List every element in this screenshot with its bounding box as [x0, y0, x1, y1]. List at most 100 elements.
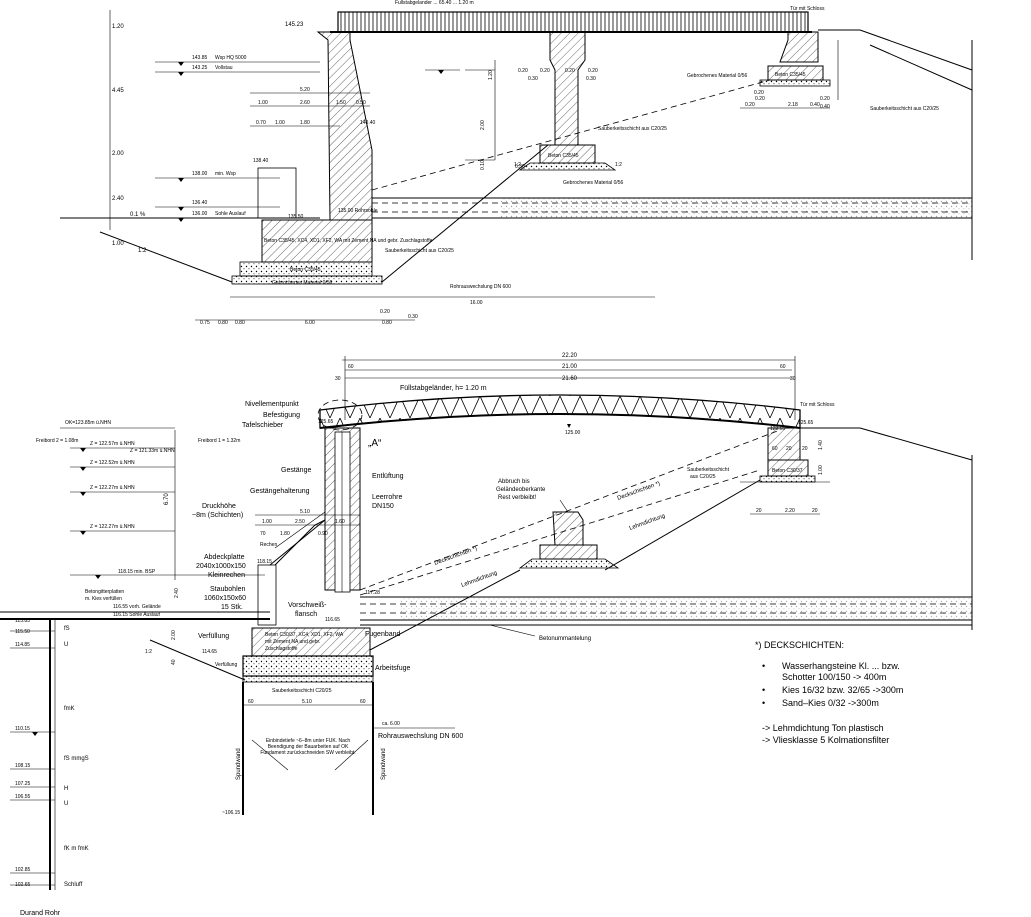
svg-text:0.40: 0.40 [820, 104, 830, 110]
druckhoehe-value: ~8m (Schichten) [192, 512, 243, 519]
top-door-label: Tür mit Schloss [790, 6, 825, 12]
dim-21-60: 21.60 [562, 376, 578, 382]
svg-text:1.20: 1.20 [488, 70, 494, 80]
svg-text:70: 70 [260, 531, 266, 537]
flansch-label: flansch [295, 611, 317, 618]
bottom-pipe-label: Rohrauswechslung DN 600 [378, 733, 463, 740]
old-pier-base [539, 544, 598, 560]
svg-text:•: • [762, 661, 765, 671]
svg-text:143.25: 143.25 [192, 65, 208, 71]
left-broken-material [231, 275, 383, 285]
svg-text:fK m fmK: fK m fmK [64, 846, 89, 852]
kleinrechen-label: Kleinrechen [208, 572, 245, 579]
svg-text:0.20: 0.20 [518, 68, 528, 74]
svg-text:6.00: 6.00 [305, 320, 315, 326]
legend-item-1: Wasserhangsteine Kl. ... bzw. [782, 661, 900, 671]
svg-text:min. Wsp: min. Wsp [215, 171, 236, 177]
z-levels: Z = 122.57m ü.NHN Z = 121.33m ü.NHN Z = … [70, 441, 175, 535]
bridge-deck [319, 413, 801, 429]
legend: *) DECKSCHICHTEN: • Wasserhangsteine Kl.… [755, 640, 903, 745]
svg-text:0.30: 0.30 [528, 76, 538, 82]
staubohlen-label: Staubohlen [210, 586, 246, 593]
bottom-section: 22.20 21.00 21.60 60 60 30 30 Füllstabge… [0, 353, 973, 917]
vdim-2: 4.45 [112, 88, 124, 94]
svg-text:0.20: 0.20 [588, 68, 598, 74]
deckschichten-label-1: Deckschichten *) [434, 546, 478, 567]
vorschweiss-label: Vorschweiß- [288, 602, 327, 609]
shaft-interior [334, 431, 351, 593]
right-abutment-bottom [767, 427, 801, 461]
svg-text:2.00: 2.00 [171, 630, 177, 640]
pipe-level: 135.00 Rohrsohle [338, 208, 378, 214]
dim-21-00: 21.00 [562, 364, 578, 370]
svg-text:107.25: 107.25 [15, 781, 31, 787]
spundwand-right: Spundwand [381, 748, 387, 780]
top-concrete-base: Beton C35/45 [290, 267, 321, 273]
legend-note-2: -> Vliesklasse 5 Kolmationsfilter [762, 735, 889, 745]
shaft-clean-layer [242, 675, 374, 683]
svg-text:115.85: 115.85 [15, 618, 30, 624]
old-pier-foundation [518, 558, 620, 569]
svg-text:2.00: 2.00 [480, 120, 486, 130]
verfuellung-label-2: Verfüllung [215, 662, 237, 668]
svg-text:2.60: 2.60 [300, 100, 310, 106]
ok-level: OK=123.85m ü.NHN [65, 420, 111, 426]
legend-item-3: Kies 16/32 bzw. 32/65 ->300m [782, 685, 903, 695]
svg-text:1.80: 1.80 [300, 120, 310, 126]
svg-text:0.30: 0.30 [408, 314, 418, 320]
svg-text:•: • [762, 698, 765, 708]
tafelschieber-label: Tafelschieber [242, 422, 284, 429]
deckschichten-label-2: Deckschichten *) [617, 481, 661, 502]
dim-6-70: 6.70 [164, 493, 170, 505]
freibord-2: Freibord 2 = 1.08m [36, 438, 78, 444]
vdim-4: 2.40 [112, 196, 124, 202]
entlueftung-label: Entlüftung [372, 473, 404, 480]
abdeckplatte-size: 2040x1000x150 [196, 563, 246, 570]
rechen-box [257, 564, 277, 626]
svg-text:60: 60 [248, 699, 254, 705]
svg-text:Schluff: Schluff [64, 882, 83, 888]
sauberkeitsschicht-label: Sauberkeitsschicht C20/25 [272, 688, 332, 694]
svg-text:Z = 122.57m ü.NHN: Z = 122.57m ü.NHN [90, 441, 135, 447]
legend-item-2: Schotter 100/150 -> 400m [782, 672, 886, 682]
view-a-label: „A“ [368, 438, 381, 449]
staubohlen-size: 1060x150x60 [204, 595, 246, 602]
top-broken-material: Gebrochenes Material 0/56 [272, 280, 333, 286]
svg-text:1.40: 1.40 [818, 440, 824, 450]
freibord-1: Freibord 1 = 1.32m [198, 438, 240, 444]
svg-text:20: 20 [756, 508, 762, 514]
old-pier-remnant [552, 511, 584, 546]
svg-text:Durand Rohr: Durand Rohr [20, 910, 61, 917]
level-138-40: 138.40 [253, 158, 269, 164]
svg-text:Z = 121.33m ü.NHN: Z = 121.33m ü.NHN [130, 448, 175, 454]
svg-text:5.10: 5.10 [300, 509, 310, 515]
level-116-65: 116.65 [325, 617, 340, 623]
svg-text:60: 60 [780, 364, 786, 370]
right-abutment [779, 31, 819, 63]
shaft-base-block [242, 655, 374, 677]
svg-text:aus C20/25: aus C20/25 [690, 474, 716, 480]
top-ratio: 1:2 [138, 248, 147, 254]
svg-text:1.80: 1.80 [280, 531, 290, 537]
svg-text:60: 60 [360, 699, 366, 705]
right-clean-label: Sauberkeitsschicht [687, 467, 730, 473]
svg-text:fS: fS [64, 626, 70, 632]
shaft-foundation [251, 627, 371, 657]
svg-text:110.15: 110.15 [15, 726, 30, 732]
betonplatten-label: Betongitterplatten [85, 589, 124, 595]
svg-text:0.40: 0.40 [810, 102, 820, 108]
right-abutment-foundation [759, 79, 831, 87]
svg-text:0.80: 0.80 [218, 320, 228, 326]
bottom-pipe [360, 596, 972, 626]
svg-text:125.65: 125.65 [798, 420, 814, 426]
top-concrete-main: Beton C35/45, XC4, XD1, XF2, WA mit Zeme… [264, 238, 433, 244]
gestaengehalterung-label: Gestängehalterung [250, 488, 310, 495]
verfuellung-label: Verfüllung [198, 633, 229, 640]
svg-text:60: 60 [348, 364, 354, 370]
nivellement-label: Nivellementpunkt [245, 401, 299, 408]
left-abutment-wall [316, 31, 373, 221]
svg-text:40: 40 [171, 659, 177, 665]
svg-text:0.10: 0.10 [480, 160, 486, 170]
deckschichten-line-1 [359, 429, 781, 591]
